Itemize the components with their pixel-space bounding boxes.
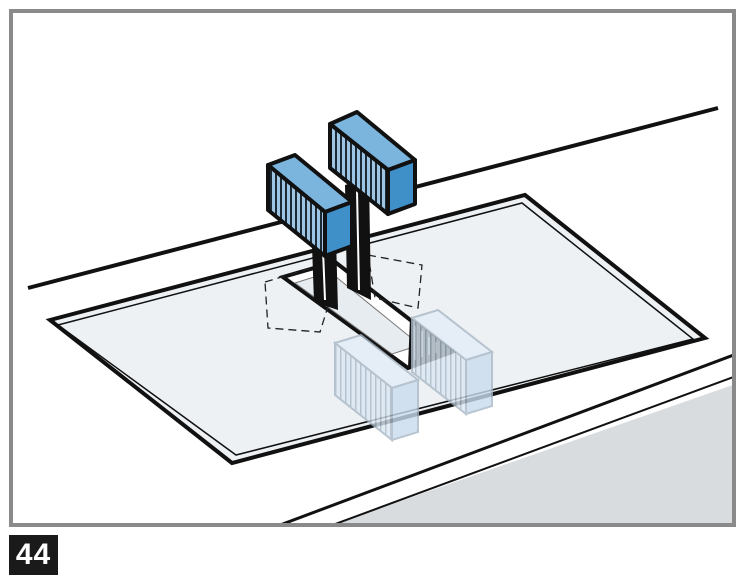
filter-removal-diagram [13,105,732,523]
filter-front-stem-highlight [322,249,326,301]
filter-cartridge-ghost-back-icon [409,308,495,417]
filter-back-stem-highlight [356,189,360,291]
worktop-front-edge-top [281,354,732,523]
worktop-front-edge-bottom [335,376,732,523]
motion-outline-right [367,254,423,309]
filter-cartridge-front-icon [266,153,354,258]
filter-cartridge-ghost-front-icon [332,333,421,443]
filter-front-stem [312,238,338,310]
worktop-front-apron [337,385,732,523]
illustration-frame [9,9,736,527]
filter-cartridge-back-icon [328,110,417,216]
step-number-badge: 44 [9,535,58,575]
motion-outline-left [264,267,331,333]
